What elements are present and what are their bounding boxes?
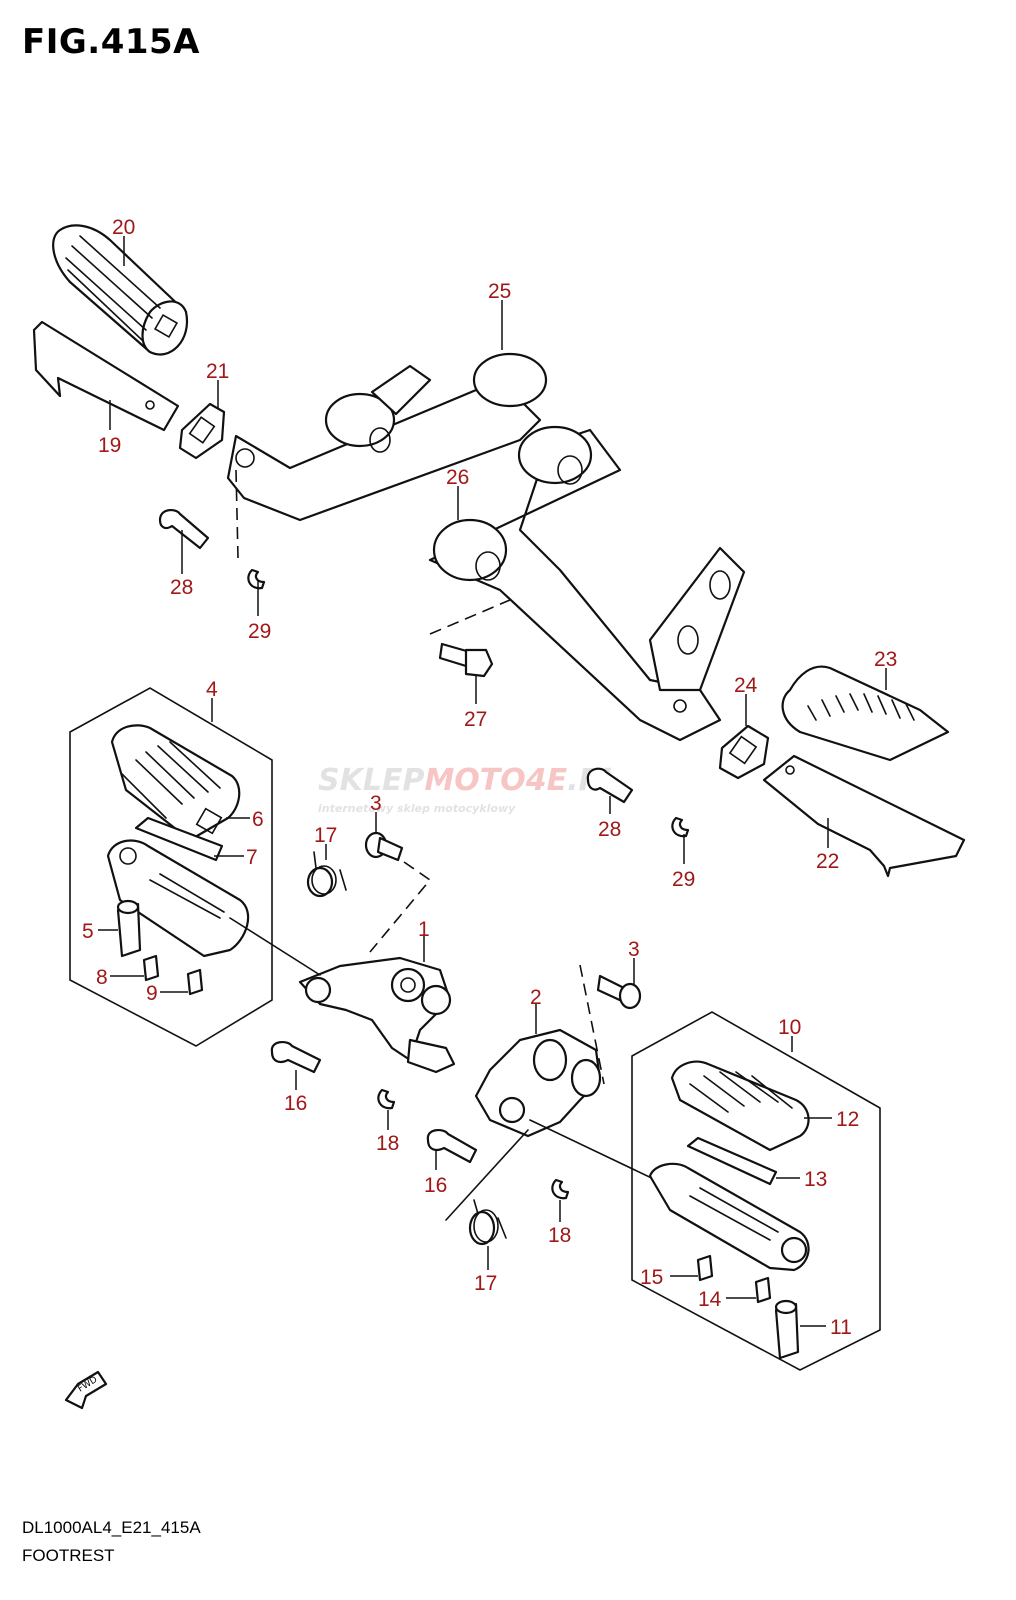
bolt-right (579, 964, 642, 1085)
callout-11: 11 (830, 1316, 852, 1339)
callout-13: 13 (804, 1168, 827, 1191)
rear-footrest-arm-left (226, 352, 548, 559)
clevis-pin-right (426, 1128, 478, 1164)
callout-22: 22 (816, 850, 839, 873)
callout-17-upper: 17 (314, 824, 337, 847)
forward-direction-arrow: FWD (64, 1370, 108, 1410)
e-clip-right (671, 816, 690, 838)
svg-text:internetowy sklep motocyklowy: internetowy sklep motocyklowy (318, 802, 516, 815)
callout-27: 27 (464, 708, 487, 731)
return-spring-left (306, 851, 347, 898)
callout-28-lower: 28 (598, 818, 621, 841)
callout-14: 14 (698, 1288, 722, 1311)
e-clip-lower-right (551, 1178, 570, 1200)
callout-18-right: 18 (548, 1224, 571, 1247)
pin-right (586, 767, 634, 804)
callout-16-right: 16 (424, 1174, 447, 1197)
footrest-bracket-right (762, 754, 966, 878)
e-clip-lower-left (377, 1088, 396, 1110)
callout-18-left: 18 (376, 1132, 399, 1155)
callout-9: 9 (146, 982, 158, 1005)
damper-rubber-left (178, 402, 226, 460)
footrest-bracket-left (32, 320, 180, 432)
callout-3-upper: 3 (370, 792, 382, 815)
grip-rubber-rear-right (781, 665, 950, 762)
callout-29-upper: 29 (248, 620, 271, 643)
watermark: SKLEPMOTO4E.PL internetowy sklep motocyk… (318, 763, 620, 815)
callout-21: 21 (206, 360, 229, 383)
callout-7: 7 (246, 846, 258, 869)
callout-2: 2 (530, 986, 542, 1009)
footpeg-bracket-right (474, 1028, 661, 1183)
return-spring-right (445, 1129, 529, 1246)
callout-3-lower: 3 (628, 938, 640, 961)
e-clip-left (247, 568, 266, 590)
callout-16-left: 16 (284, 1092, 307, 1115)
model-code: DL1000AL4_E21_415A (22, 1518, 201, 1537)
callout-8: 8 (96, 966, 108, 989)
callout-25: 25 (488, 280, 511, 303)
callout-20: 20 (112, 216, 135, 239)
damper-rubber-right (718, 724, 770, 780)
callout-28-upper: 28 (170, 576, 193, 599)
callout-15: 15 (640, 1266, 663, 1289)
rear-footrest-arm-right (428, 425, 746, 742)
callout-4: 4 (206, 678, 218, 701)
pin-left (158, 508, 210, 550)
leader-lines (98, 236, 887, 1327)
bolt-left (364, 831, 432, 953)
callout-labels: 20 25 21 19 26 28 29 23 24 27 4 6 3 28 1… (82, 216, 897, 1339)
callout-10: 10 (778, 1016, 801, 1039)
grip-rubber-rear-left (52, 224, 189, 356)
clevis-pin-left (270, 1040, 322, 1074)
footpeg-bracket-left (229, 917, 456, 1074)
callout-12: 12 (836, 1108, 859, 1131)
footrest-assembly-right (631, 1011, 881, 1371)
callout-6: 6 (252, 808, 264, 831)
figure-title: FIG.415A (22, 22, 200, 62)
svg-text:SKLEPMOTO4E.PL: SKLEPMOTO4E.PL (318, 763, 620, 798)
footrest-assembly-left (69, 687, 273, 1047)
callout-19: 19 (98, 434, 121, 457)
flange-bolt (429, 599, 511, 678)
callout-24: 24 (734, 674, 758, 697)
callout-23: 23 (874, 648, 897, 671)
callout-29-lower: 29 (672, 868, 695, 891)
callout-5: 5 (82, 920, 94, 943)
section-name: FOOTREST (22, 1546, 115, 1565)
callout-26: 26 (446, 466, 469, 489)
callout-1: 1 (418, 918, 430, 941)
callout-17-lower: 17 (474, 1272, 497, 1295)
